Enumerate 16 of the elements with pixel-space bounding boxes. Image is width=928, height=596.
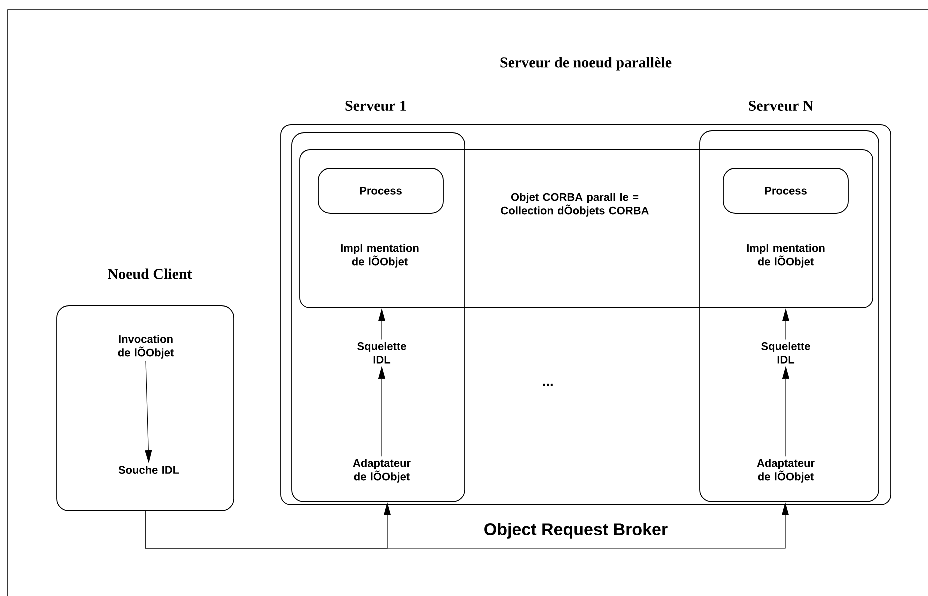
node-text: Squelette IDL [762, 342, 810, 364]
node-text: Squelette IDL [358, 342, 406, 364]
node-label: Serveur 1 [346, 100, 406, 112]
node-text: Impl mentation de lÕObjet [341, 244, 419, 268]
bus-label: Object Request Broker [484, 523, 668, 539]
ellipsis: ... [543, 384, 553, 386]
node-text: Souche IDL [118, 466, 180, 474]
node-text: Impl mentation de lÕObjet [747, 244, 825, 268]
node-label: Serveur N [749, 100, 814, 112]
node-text: Invocation de lÕObjet [118, 335, 174, 359]
node-label: Noeud Client [108, 268, 192, 280]
process-box: Process [723, 168, 849, 214]
node-text: Adaptateur de lÕObjet [757, 459, 815, 483]
node-text: Adaptateur de lÕObjet [353, 459, 411, 483]
process-box: Process [318, 168, 444, 214]
node-label: Serveur de noeud parallèle [500, 57, 672, 71]
